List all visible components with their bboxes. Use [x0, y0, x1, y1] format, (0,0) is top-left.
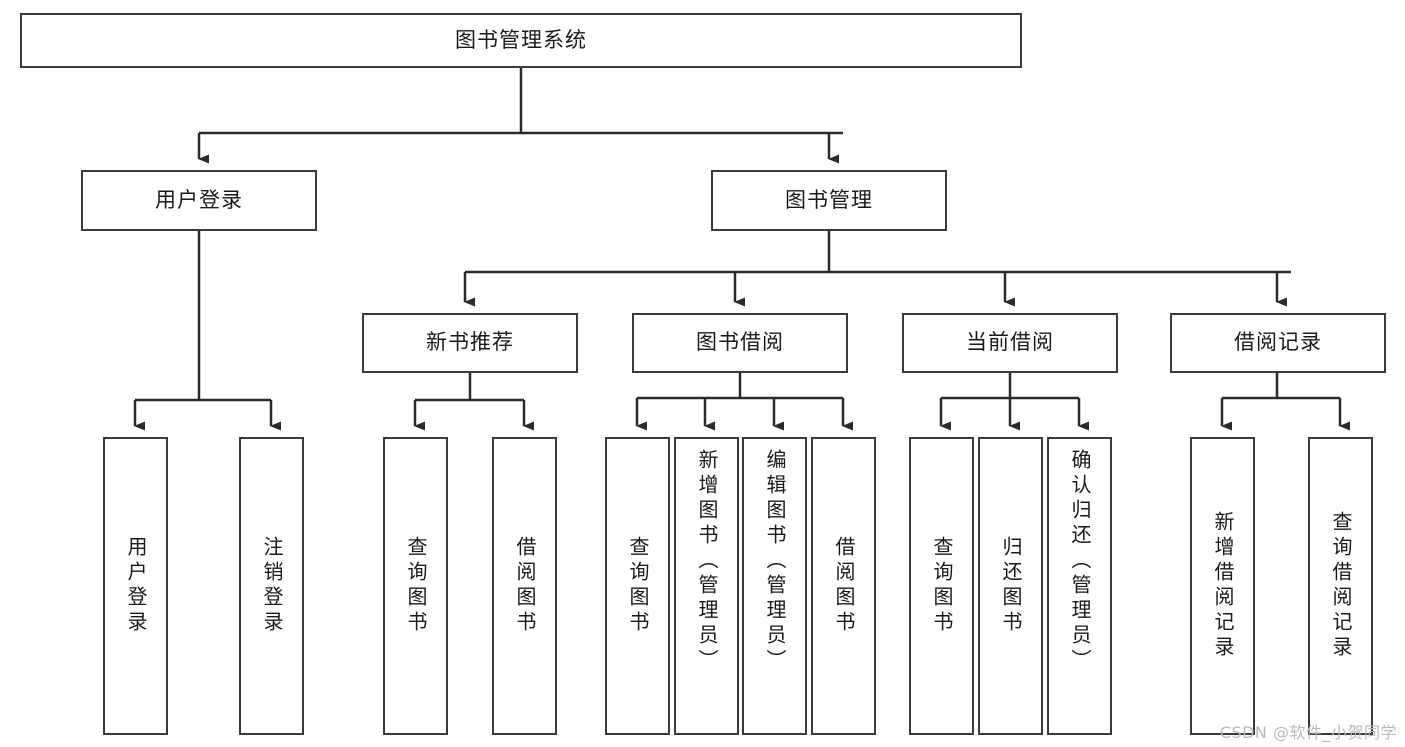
leaf-current-borrow-confirm-return-admin[interactable]: 确认归还（管理员） — [1047, 437, 1112, 735]
node-label: 借阅图书 — [832, 536, 856, 636]
node-label: 注销登录 — [260, 536, 284, 636]
node-label: 新书推荐 — [426, 330, 514, 355]
node-label: 用户登录 — [155, 187, 243, 212]
node-label: 新增借阅记录 — [1211, 511, 1235, 661]
node-book-borrow[interactable]: 图书借阅 — [632, 313, 848, 373]
node-label: 图书管理 — [785, 187, 873, 212]
node-label: 图书管理系统 — [455, 27, 587, 52]
leaf-borrow-record-add-record[interactable]: 新增借阅记录 — [1190, 437, 1255, 735]
node-root-book-management-system[interactable]: 图书管理系统 — [20, 13, 1022, 68]
node-new-book-recommend[interactable]: 新书推荐 — [362, 313, 578, 373]
leaf-book-borrow-borrow-book[interactable]: 借阅图书 — [811, 437, 876, 735]
node-label: 图书借阅 — [696, 330, 784, 355]
node-label: 新增图书（管理员） — [695, 449, 719, 674]
node-current-borrow[interactable]: 当前借阅 — [902, 313, 1118, 373]
leaf-book-borrow-add-book-admin[interactable]: 新增图书（管理员） — [674, 437, 739, 735]
node-label: 查询图书 — [930, 536, 954, 636]
node-label: 归还图书 — [999, 536, 1023, 636]
node-label: 查询图书 — [404, 536, 428, 636]
node-label: 用户登录 — [124, 536, 148, 636]
leaf-new-book-query-book[interactable]: 查询图书 — [383, 437, 448, 735]
leaf-user-login-logout[interactable]: 注销登录 — [239, 437, 304, 735]
node-user-login[interactable]: 用户登录 — [81, 170, 317, 231]
node-label: 查询图书 — [626, 536, 650, 636]
leaf-book-borrow-edit-book-admin[interactable]: 编辑图书（管理员） — [742, 437, 807, 735]
node-label: 借阅图书 — [513, 536, 537, 636]
leaf-new-book-borrow-book[interactable]: 借阅图书 — [492, 437, 557, 735]
node-label: 借阅记录 — [1234, 330, 1322, 355]
node-label: 编辑图书（管理员） — [763, 449, 787, 674]
leaf-borrow-record-query-record[interactable]: 查询借阅记录 — [1308, 437, 1373, 735]
csdn-watermark: CSDN @软件_小贺同学 — [1219, 723, 1397, 742]
leaf-current-borrow-query-book[interactable]: 查询图书 — [909, 437, 974, 735]
node-label: 确认归还（管理员） — [1068, 449, 1092, 674]
leaf-book-borrow-query-book[interactable]: 查询图书 — [605, 437, 670, 735]
node-borrow-record[interactable]: 借阅记录 — [1170, 313, 1386, 373]
node-label: 当前借阅 — [966, 330, 1054, 355]
node-book-management[interactable]: 图书管理 — [711, 170, 947, 231]
node-label: 查询借阅记录 — [1329, 511, 1353, 661]
leaf-current-borrow-return-book[interactable]: 归还图书 — [978, 437, 1043, 735]
leaf-user-login-login[interactable]: 用户登录 — [103, 437, 168, 735]
